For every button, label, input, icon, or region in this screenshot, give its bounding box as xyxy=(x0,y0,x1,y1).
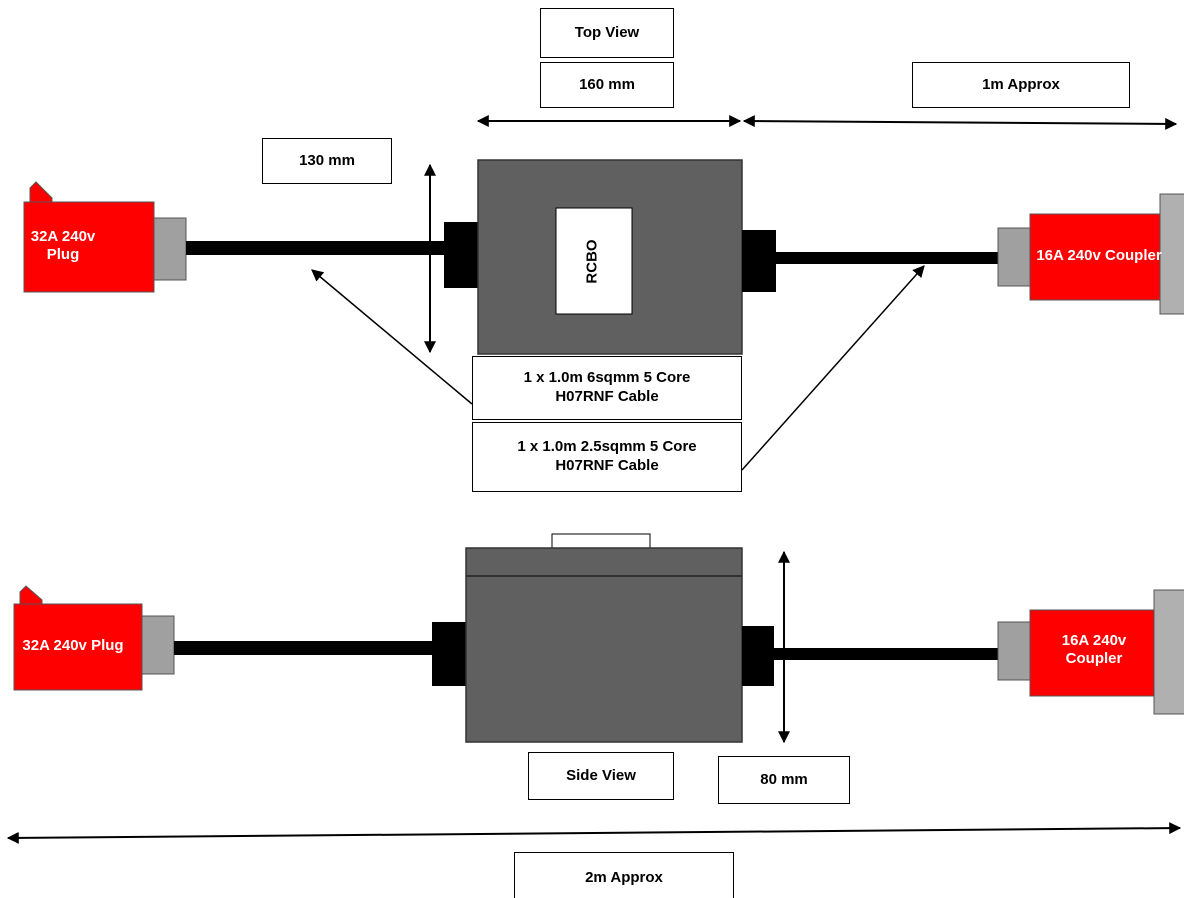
output-cable-label: 1 x 1.0m 2.5sqmm 5 Core H07RNF Cable xyxy=(472,422,742,492)
side-output-cable xyxy=(774,648,998,660)
side-enclosure xyxy=(465,547,743,743)
top-coupler-body xyxy=(1029,213,1161,301)
side-plug-label: 32A 240v Plug xyxy=(22,637,124,654)
side-left-gland xyxy=(432,622,466,686)
top-plug-label: 32A 240v Plug xyxy=(30,228,96,263)
side-plug-body xyxy=(13,603,143,691)
side-plug-sleeve xyxy=(141,615,175,675)
side-coupler-body xyxy=(1029,609,1155,697)
top-right-gland xyxy=(742,230,776,292)
side-coupler-sleeve xyxy=(997,621,1031,681)
input-cable-pointer xyxy=(311,269,473,405)
side-view-assembly xyxy=(13,533,1184,743)
side-right-gland xyxy=(742,626,774,686)
depth-dimension-label: 80 mm xyxy=(718,756,850,804)
top-plug-body xyxy=(23,201,155,293)
top-output-cable xyxy=(776,252,998,264)
top-coupler-cap xyxy=(1159,193,1184,315)
side-input-cable xyxy=(174,641,432,655)
top-plug-sleeve xyxy=(153,217,187,281)
input-cable-label: 1 x 1.0m 6sqmm 5 Core H07RNF Cable xyxy=(472,356,742,420)
top-input-cable xyxy=(186,241,444,255)
top-coupler-label: 16A 240v Coupler xyxy=(1036,247,1162,264)
side-view-label: Side View xyxy=(528,752,674,800)
rcbo-module xyxy=(555,207,633,315)
top-plug-flap xyxy=(29,181,53,203)
height-dimension-label: 130 mm xyxy=(262,138,392,184)
total-length-arrow xyxy=(6,822,1182,844)
top-view-assembly xyxy=(23,159,1184,355)
side-plug-flap xyxy=(19,585,43,605)
output-cable-pointer xyxy=(741,265,925,471)
rcbo-label: RCBO xyxy=(583,239,601,284)
total-length-label: 2m Approx xyxy=(514,852,734,898)
side-coupler-label: 16A 240v Coupler xyxy=(1061,632,1127,667)
top-left-gland xyxy=(444,222,478,288)
width-dimension-label: 160 mm xyxy=(540,62,674,108)
lead-length-label: 1m Approx xyxy=(912,62,1130,108)
top-view-label: Top View xyxy=(540,8,674,58)
lead-length-arrow xyxy=(742,115,1178,130)
top-coupler-sleeve xyxy=(997,227,1031,287)
side-coupler-cap xyxy=(1153,589,1184,715)
